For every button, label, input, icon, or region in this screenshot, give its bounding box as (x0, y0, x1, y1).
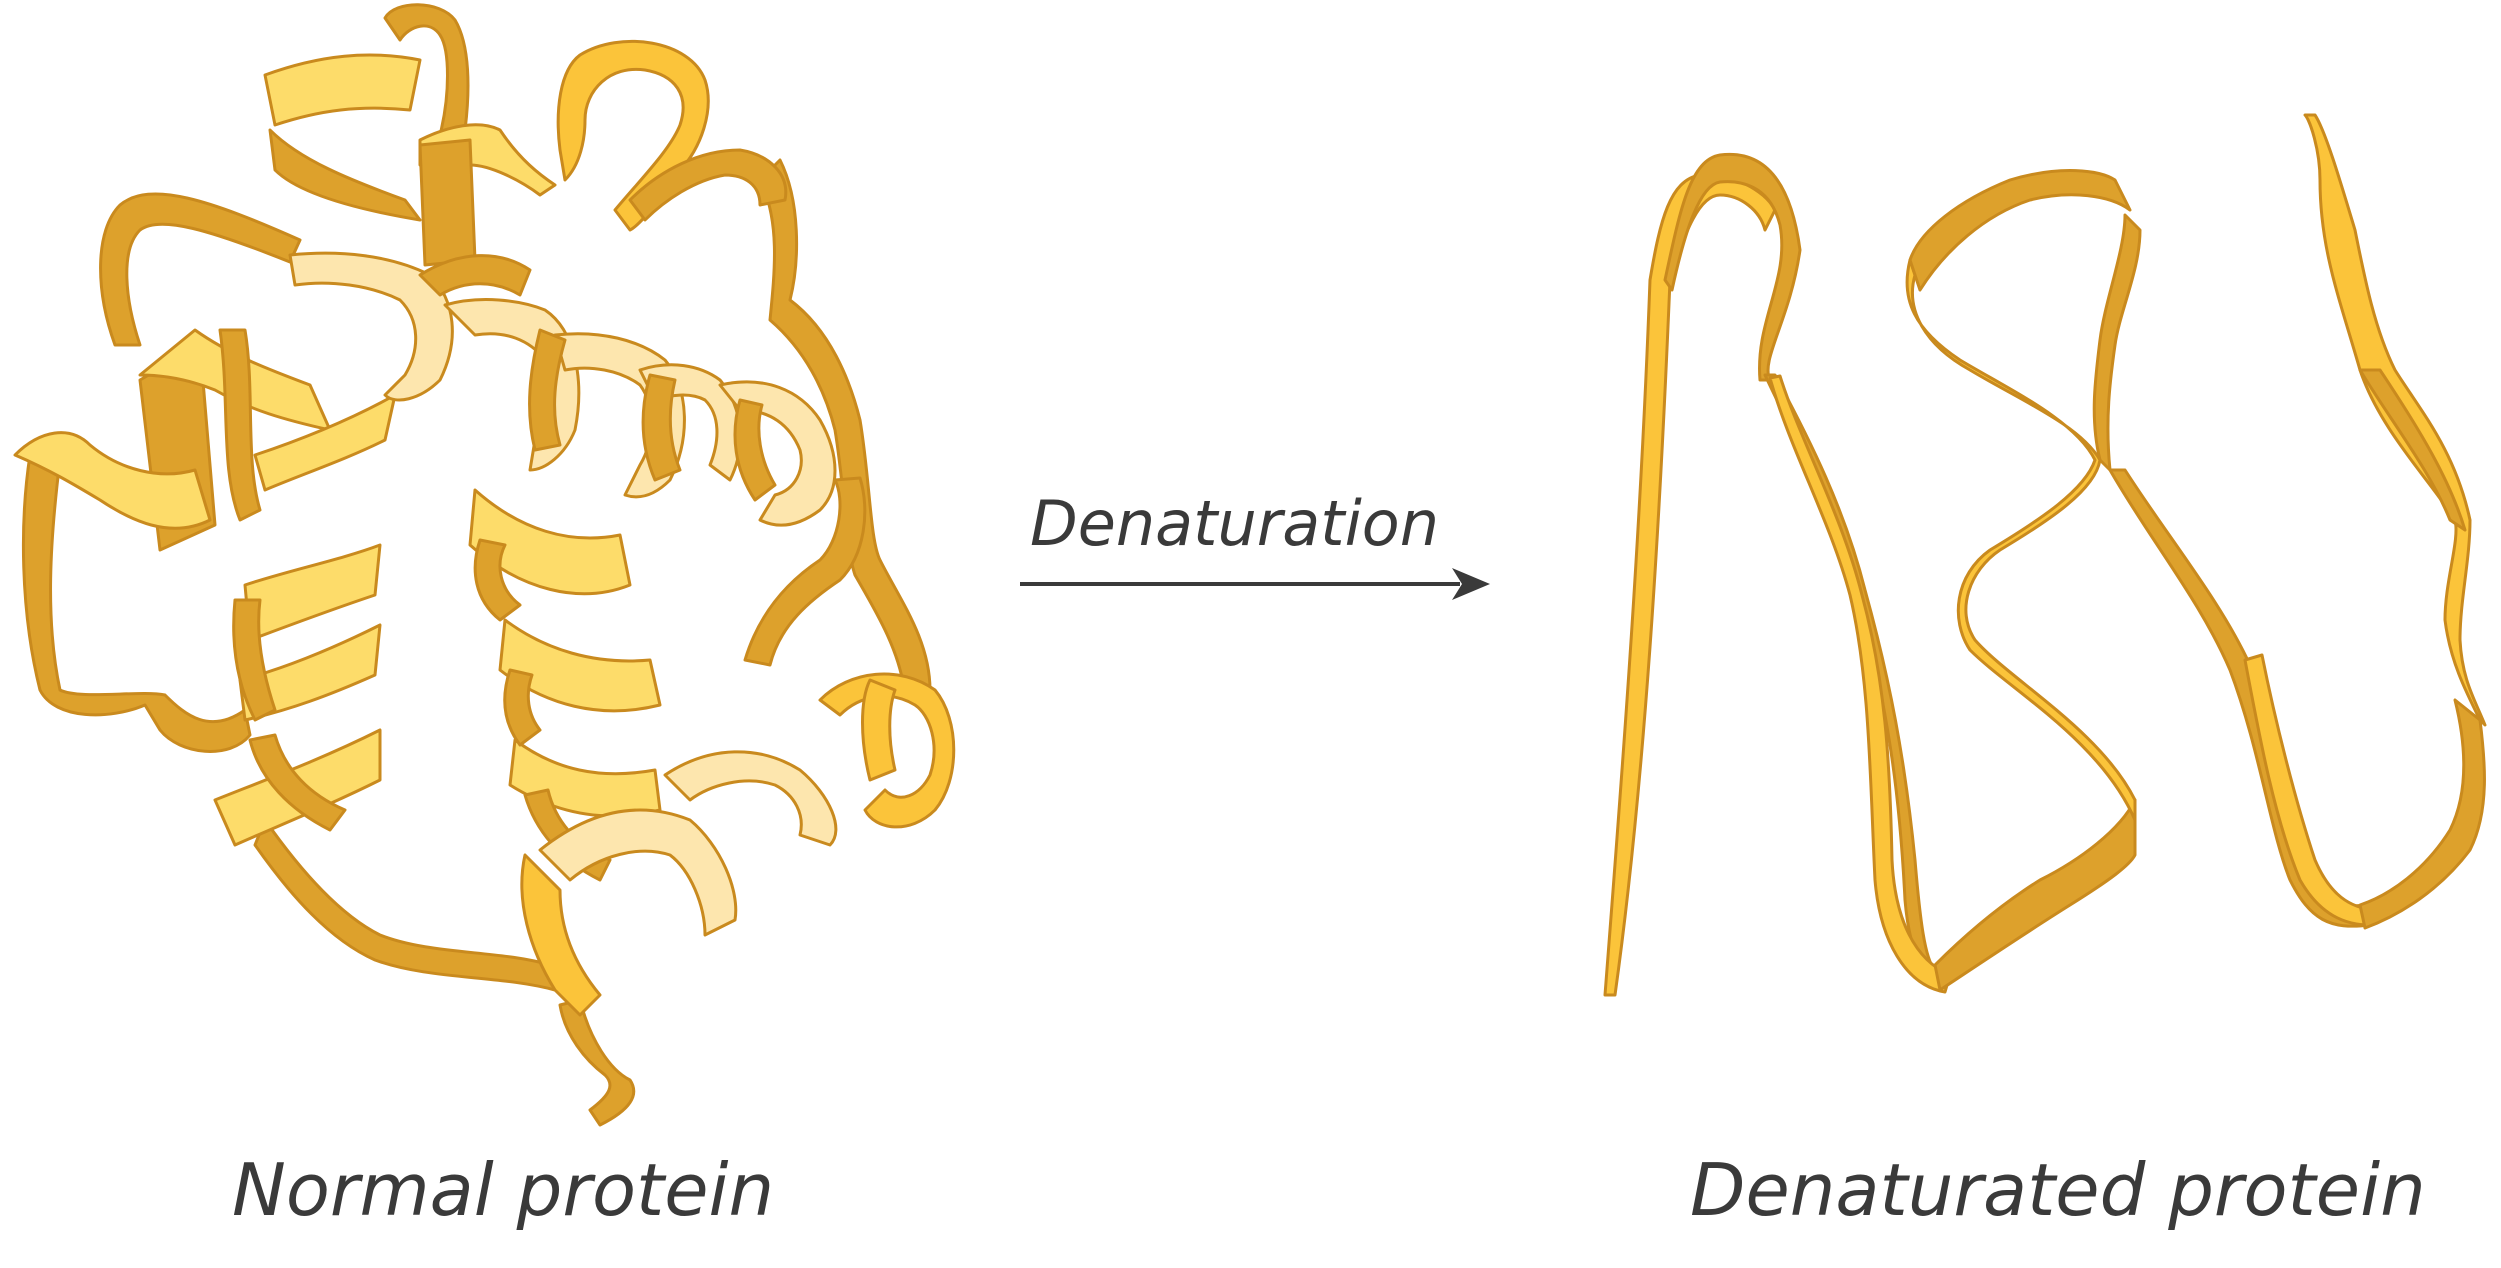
normal-protein-label: Normal protein (232, 1148, 774, 1232)
helix-left-dark-1 (218, 328, 262, 522)
strand-segment-5 (2358, 698, 2486, 930)
denatured-protein-strand (1603, 113, 2487, 997)
back-loop-left (99, 192, 302, 347)
back-loop-tail (558, 998, 636, 1127)
helix-center-dark-1 (418, 254, 532, 297)
strand-segment-5-dark (2358, 368, 2467, 532)
strand-segment-3-right (2092, 213, 2142, 472)
denaturation-label: Denaturation (1030, 487, 1439, 560)
helix-bottom-2 (663, 750, 838, 847)
denaturated-protein-label: Denaturated protein (1690, 1148, 2426, 1232)
top-curl-dark (628, 148, 788, 222)
helix-center-dark-2 (528, 328, 567, 452)
helix-center-dark-3 (641, 373, 682, 482)
back-strand-right (743, 476, 867, 667)
helix-mid-dark-1 (473, 538, 522, 622)
helix-left-1-front (13, 431, 212, 530)
strand-segment-3-back (1908, 169, 2132, 292)
normal-protein-structure (13, 3, 956, 1127)
helix-left-4-front (243, 543, 382, 642)
back-loop-bottom (253, 818, 557, 992)
helix-left-dark-2 (232, 598, 277, 722)
helix-bottom-curl (818, 672, 956, 829)
helix-left-dark-3 (248, 733, 347, 832)
strand-segment-4 (2108, 468, 2372, 928)
helix-mid-1 (468, 488, 632, 596)
helix-top-dark-2 (418, 138, 477, 267)
strand-segment-2 (1763, 373, 1947, 992)
back-loop-left-lower (21, 453, 252, 753)
helix-center-dark-4 (733, 398, 777, 502)
helix-center-5 (718, 380, 837, 527)
helix-top-1 (263, 53, 422, 127)
strand-segment-2-front (1768, 374, 1952, 994)
strand-segment-3 (1905, 258, 2137, 822)
helix-bottom-1 (538, 808, 738, 937)
helix-left-3-front (253, 393, 397, 492)
denaturation-arrow (1020, 568, 1490, 600)
helix-left-5-front (238, 623, 382, 722)
helix-mid-2 (498, 618, 662, 713)
strand-segment-1 (1603, 173, 1777, 997)
helix-right-dark (861, 678, 897, 782)
helix-top-dark-1 (268, 128, 422, 222)
helix-mid-dark-2 (503, 668, 542, 747)
helix-center-1 (288, 251, 454, 402)
strand-u-1 (1933, 798, 2137, 992)
arrow-head (1452, 568, 1490, 600)
helix-bottom-dark (520, 853, 602, 1017)
